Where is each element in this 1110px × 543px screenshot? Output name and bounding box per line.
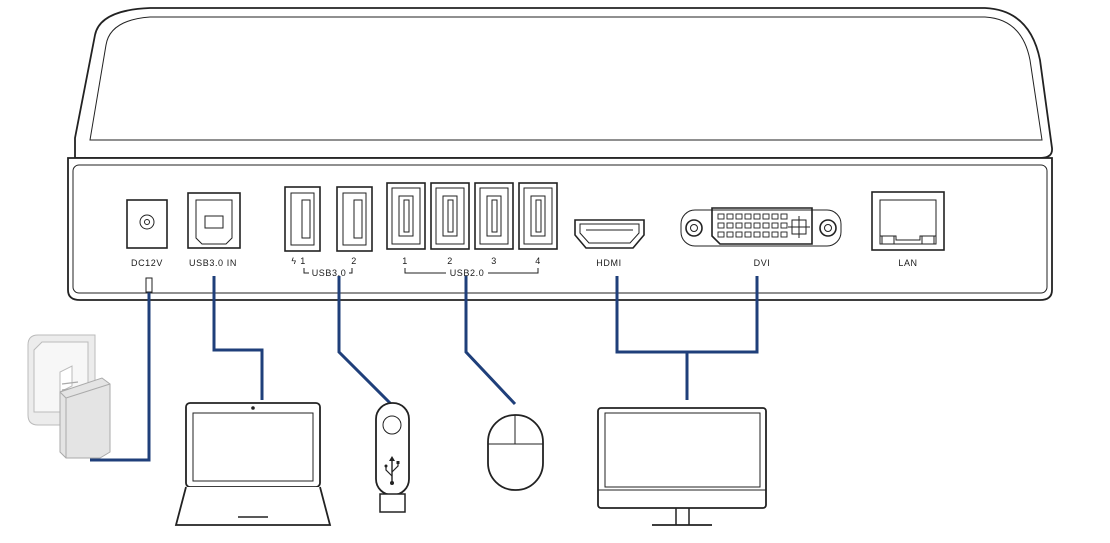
- dc12v-port: [126, 199, 168, 249]
- hdmi-label: HDMI: [596, 258, 621, 268]
- usb3-port-1-label: 1: [300, 256, 306, 266]
- hdmi-port: [574, 219, 645, 249]
- monitor-icon: [597, 407, 767, 526]
- dvi-pin: [762, 213, 770, 220]
- dc-plug: [145, 277, 153, 293]
- dvi-pin: [726, 231, 734, 238]
- usb2-port-1: [386, 182, 426, 250]
- dvi-pin: [753, 222, 761, 229]
- usb-flash-drive-icon: [375, 402, 410, 513]
- usb2-port-3-label: 3: [491, 256, 497, 266]
- usb2-port-4: [518, 182, 558, 250]
- usb-in-cable: [212, 276, 264, 400]
- dvi-pin: [726, 213, 734, 220]
- charge-icon: ϟ: [291, 256, 296, 266]
- usb2-group-label: USB2.0: [450, 268, 485, 278]
- dvi-pin: [771, 231, 779, 238]
- lan-port: [871, 191, 945, 251]
- usb2-port-2-label: 2: [447, 256, 453, 266]
- mouse-icon: [487, 414, 544, 491]
- usb3-port-2: [336, 186, 373, 252]
- usb2-port-4-label: 4: [535, 256, 541, 266]
- dvi-pin: [735, 222, 743, 229]
- usb3-port-1: [284, 186, 321, 252]
- power-adapter-icon: [27, 334, 111, 459]
- lan-label: LAN: [898, 258, 917, 268]
- laptop-icon: [174, 402, 332, 526]
- dvi-pin: [735, 213, 743, 220]
- cables: [90, 276, 759, 462]
- usb-flash-cable: [337, 276, 393, 406]
- dvi-pin: [771, 213, 779, 220]
- dvi-pin: [780, 231, 788, 238]
- dc12v-label: DC12V: [131, 258, 163, 268]
- dvi-pin: [717, 222, 725, 229]
- dvi-pin: [780, 222, 788, 229]
- mouse-cable: [464, 276, 517, 406]
- dock-top-housing: [74, 7, 1053, 159]
- dvi-pin: [771, 222, 779, 229]
- dvi-pin: [717, 231, 725, 238]
- dvi-pin: [717, 213, 725, 220]
- dvi-label: DVI: [754, 258, 771, 268]
- dvi-pin: [780, 213, 788, 220]
- dvi-pin: [744, 231, 752, 238]
- dvi-pin: [762, 231, 770, 238]
- usb2-port-3: [474, 182, 514, 250]
- dc-power-cable: [90, 288, 151, 462]
- usb3-in-port: [187, 192, 241, 249]
- dvi-pin: [744, 213, 752, 220]
- dvi-pin: [744, 222, 752, 229]
- usb-symbol-icon: [384, 456, 400, 485]
- dvi-pin-grid: [717, 213, 788, 238]
- usb2-port-2: [430, 182, 470, 250]
- dvi-pin: [753, 213, 761, 220]
- dvi-pin: [726, 222, 734, 229]
- dvi-cross-pin: [788, 216, 810, 238]
- dvi-port: [680, 207, 842, 247]
- dvi-pin: [753, 231, 761, 238]
- dvi-pin: [762, 222, 770, 229]
- usb2-port-1-label: 1: [402, 256, 408, 266]
- usb3-port-2-label: 2: [351, 256, 357, 266]
- usb3-group-label: USB3.0: [312, 268, 347, 278]
- dvi-pin: [735, 231, 743, 238]
- usb3-in-label: USB3.0 IN: [189, 258, 237, 268]
